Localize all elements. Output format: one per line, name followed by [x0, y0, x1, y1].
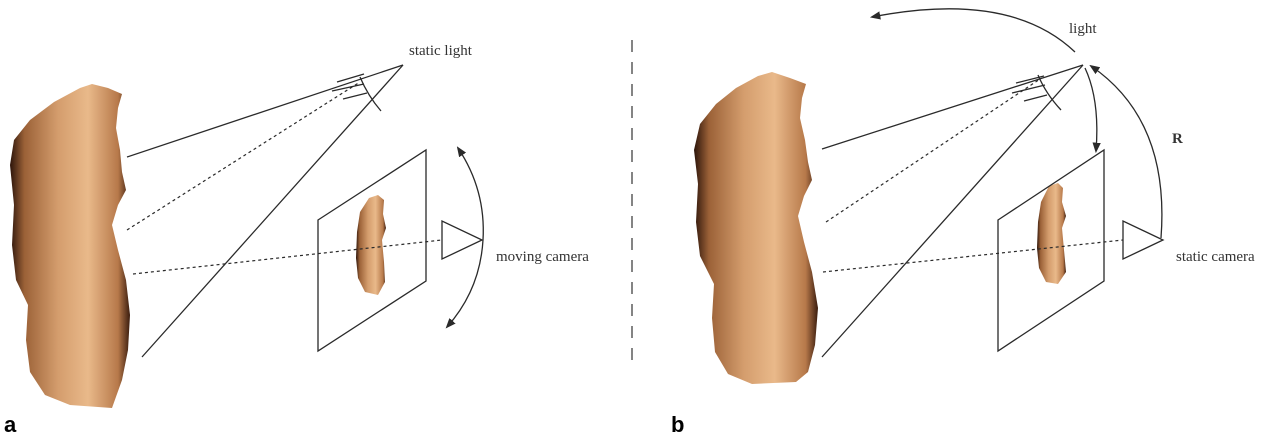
static-camera-label: static camera	[1176, 249, 1255, 265]
light-down-arrow-b	[1085, 68, 1097, 151]
light-ray-3-a	[343, 93, 367, 99]
light-rotate-arrow-b	[872, 9, 1075, 52]
light-ray-3-b	[1024, 95, 1047, 101]
panel-b-label: b	[671, 412, 684, 437]
torso-small-a	[356, 195, 386, 295]
moving-camera-label: moving camera	[496, 249, 589, 265]
torso-large-b	[694, 72, 818, 384]
camera-icon-b	[1123, 221, 1163, 259]
view-dotted-line-b	[823, 240, 1123, 272]
panel-a-label: a	[4, 412, 17, 437]
camera-rotate-down-arrow-a	[447, 240, 483, 327]
cone-line-upper-b	[822, 65, 1083, 149]
light-dotted-ray-b	[826, 79, 1040, 222]
panel-a: static light moving camera a	[4, 43, 589, 437]
light-label: light	[1069, 21, 1097, 37]
static-light-label: static light	[409, 43, 473, 59]
view-dotted-line-a	[133, 240, 442, 274]
camera-rotate-up-arrow-a	[458, 148, 483, 240]
camera-icon-a	[442, 221, 482, 259]
panel-b: light R static camera b	[671, 9, 1255, 437]
torso-large-a	[10, 84, 130, 408]
light-dotted-ray-a	[127, 82, 360, 230]
torso-small-b	[1037, 183, 1066, 284]
rotation-R-label: R	[1172, 131, 1183, 147]
